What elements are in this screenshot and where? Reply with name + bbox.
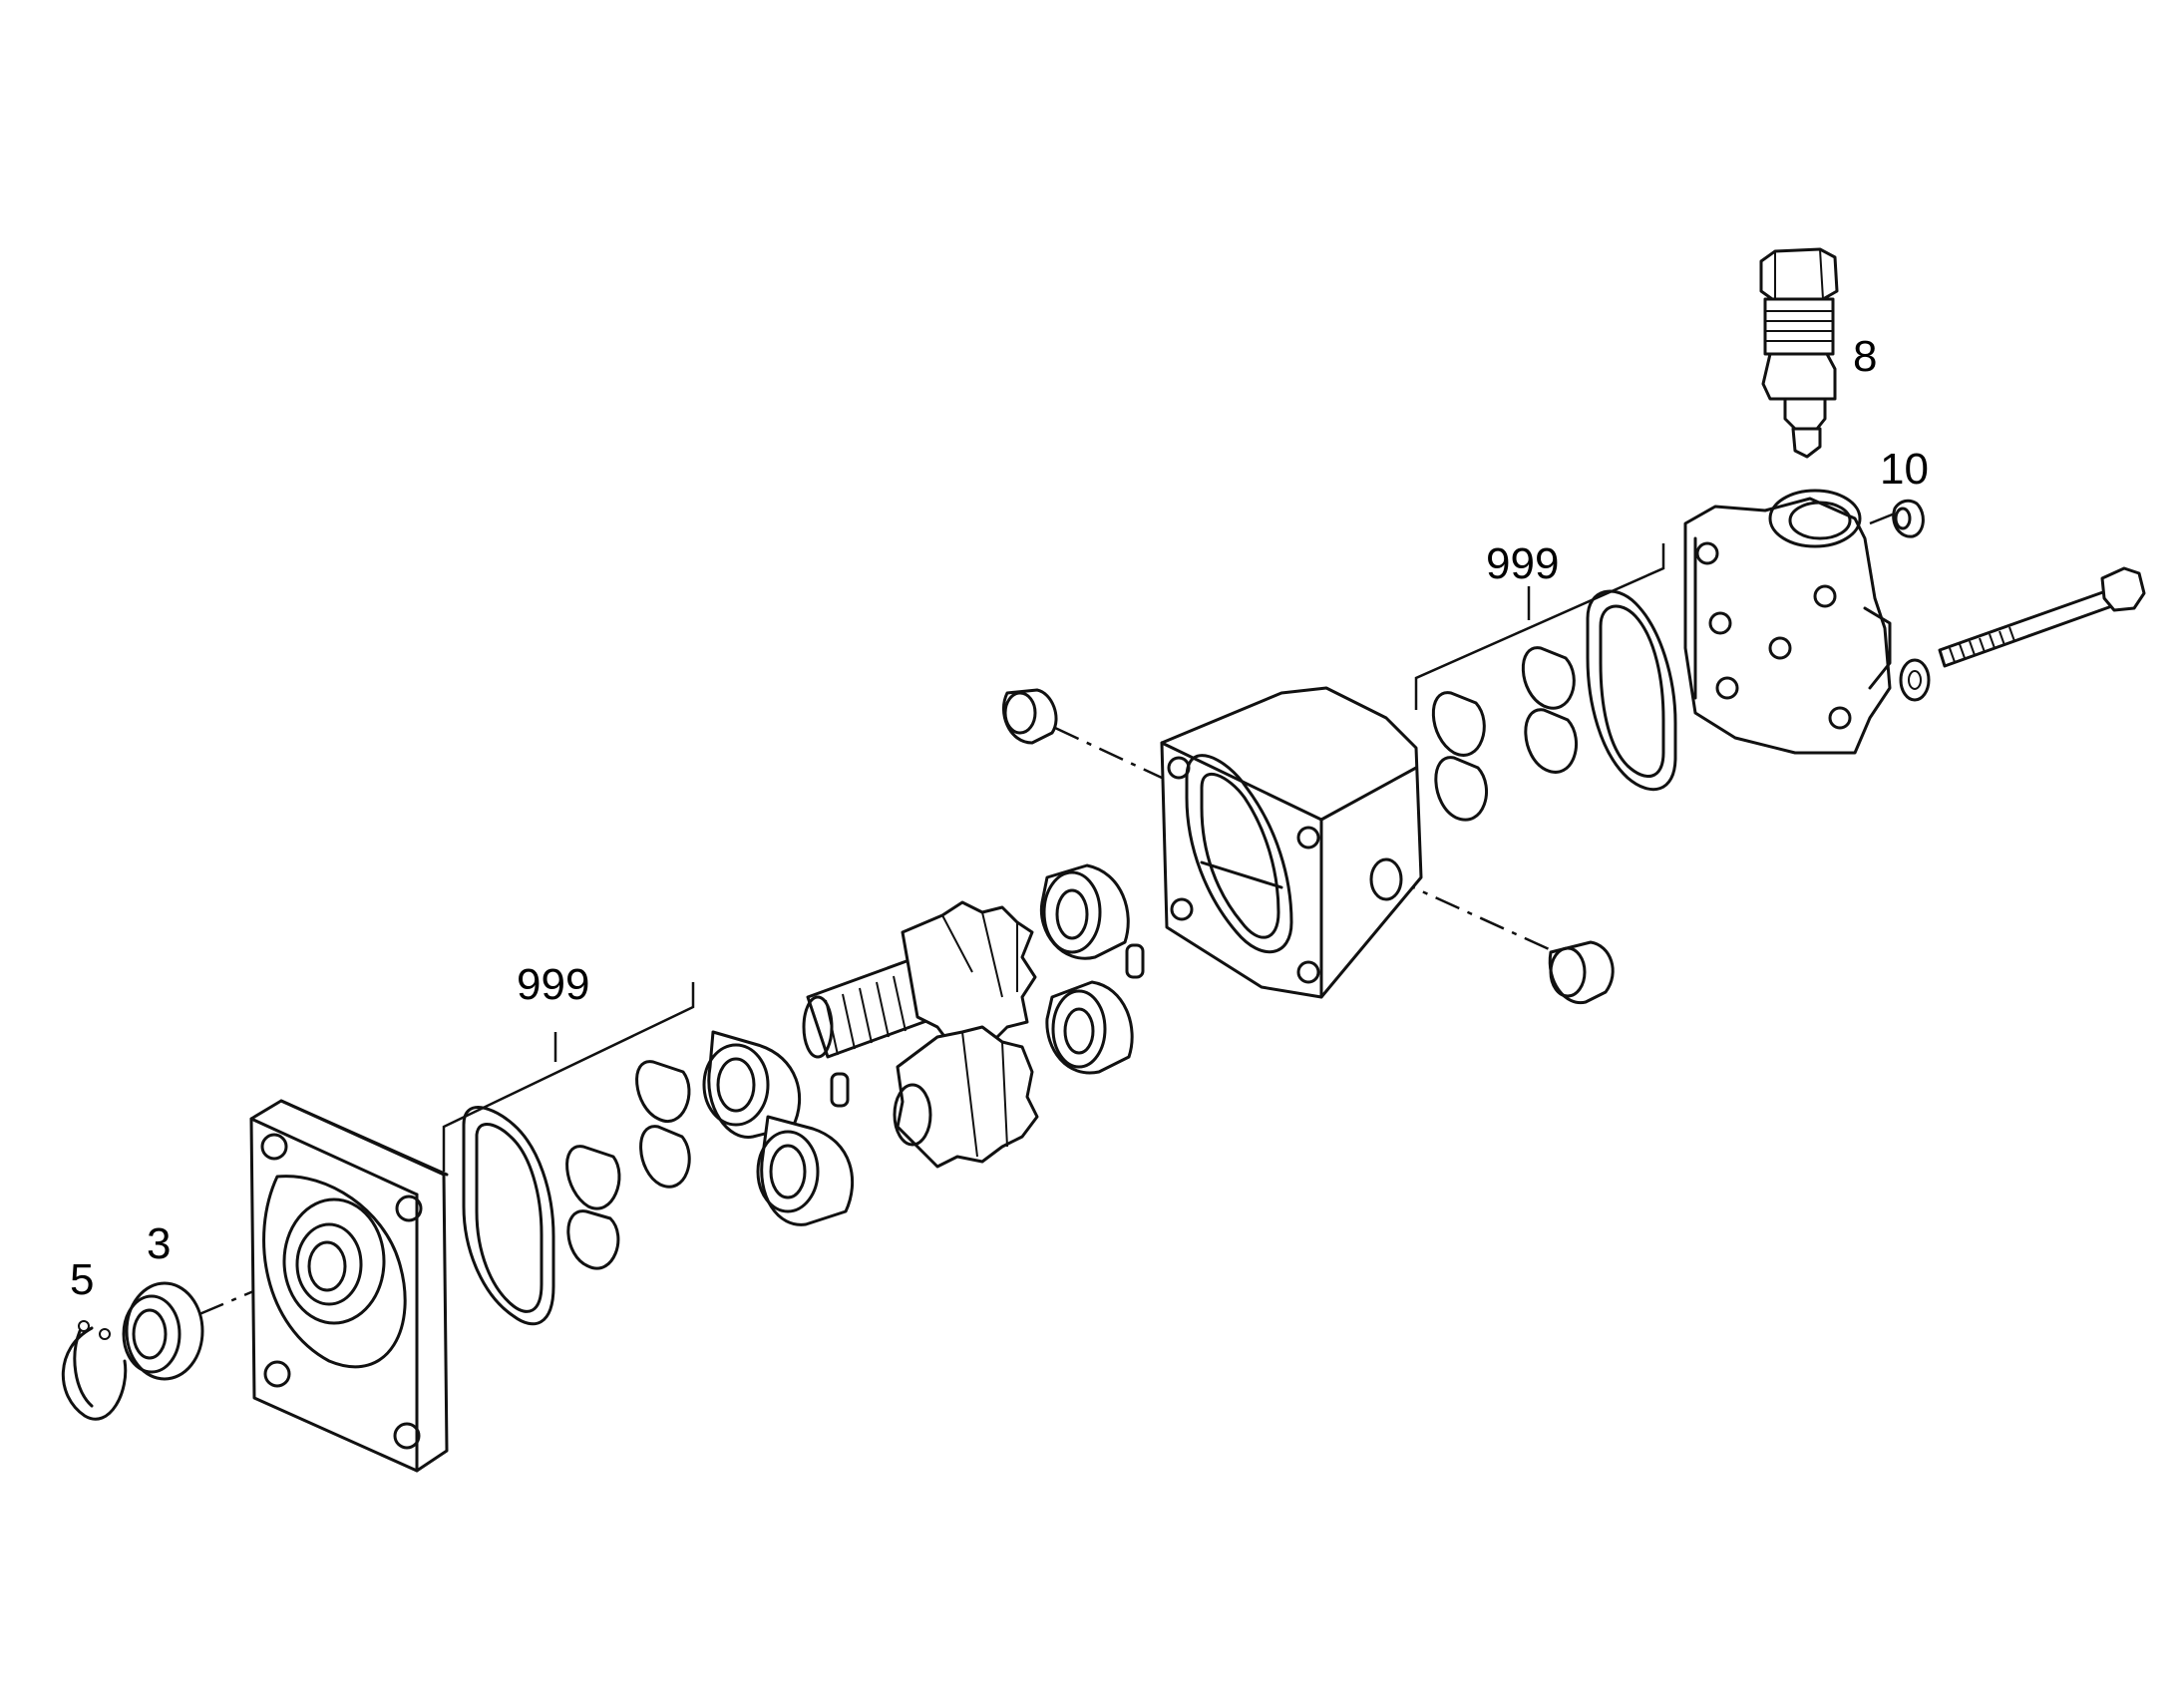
circlip-part bbox=[61, 1320, 128, 1421]
bushing-lower-right bbox=[1045, 980, 1134, 1075]
seal-plates-left bbox=[565, 1060, 691, 1270]
rear-cover bbox=[1683, 489, 1892, 755]
callout-999-right: 999 bbox=[1486, 539, 1559, 588]
driven-gear bbox=[893, 1025, 1039, 1169]
plug-upper bbox=[1001, 688, 1058, 745]
valve-plug-part bbox=[1759, 247, 1839, 459]
bushing-upper-right bbox=[1039, 863, 1130, 960]
seal-plates-right bbox=[1431, 646, 1578, 822]
gasket-right bbox=[1586, 589, 1677, 792]
callout-999-left: 999 bbox=[517, 960, 589, 1009]
long-bolt bbox=[1938, 566, 2146, 668]
bushing-lower-left bbox=[756, 1115, 855, 1226]
callout-8: 8 bbox=[1853, 332, 1877, 381]
shaft-seal-part bbox=[122, 1281, 204, 1381]
bolt-washer bbox=[1899, 658, 1931, 702]
callout-3: 3 bbox=[147, 1219, 171, 1268]
drive-gear-shaft bbox=[802, 900, 1037, 1059]
callout-leaders bbox=[442, 512, 1896, 1172]
gasket-left bbox=[462, 1106, 555, 1326]
callout-5: 5 bbox=[70, 1255, 94, 1304]
callout-10: 10 bbox=[1880, 445, 1929, 494]
small-plug-part bbox=[1892, 499, 1925, 538]
front-flange-cover bbox=[249, 1099, 449, 1473]
plug-lower bbox=[1548, 940, 1615, 1005]
dowel-pins bbox=[830, 943, 1145, 1108]
bushing-upper-left bbox=[702, 1030, 802, 1139]
gear-housing bbox=[1160, 686, 1423, 999]
